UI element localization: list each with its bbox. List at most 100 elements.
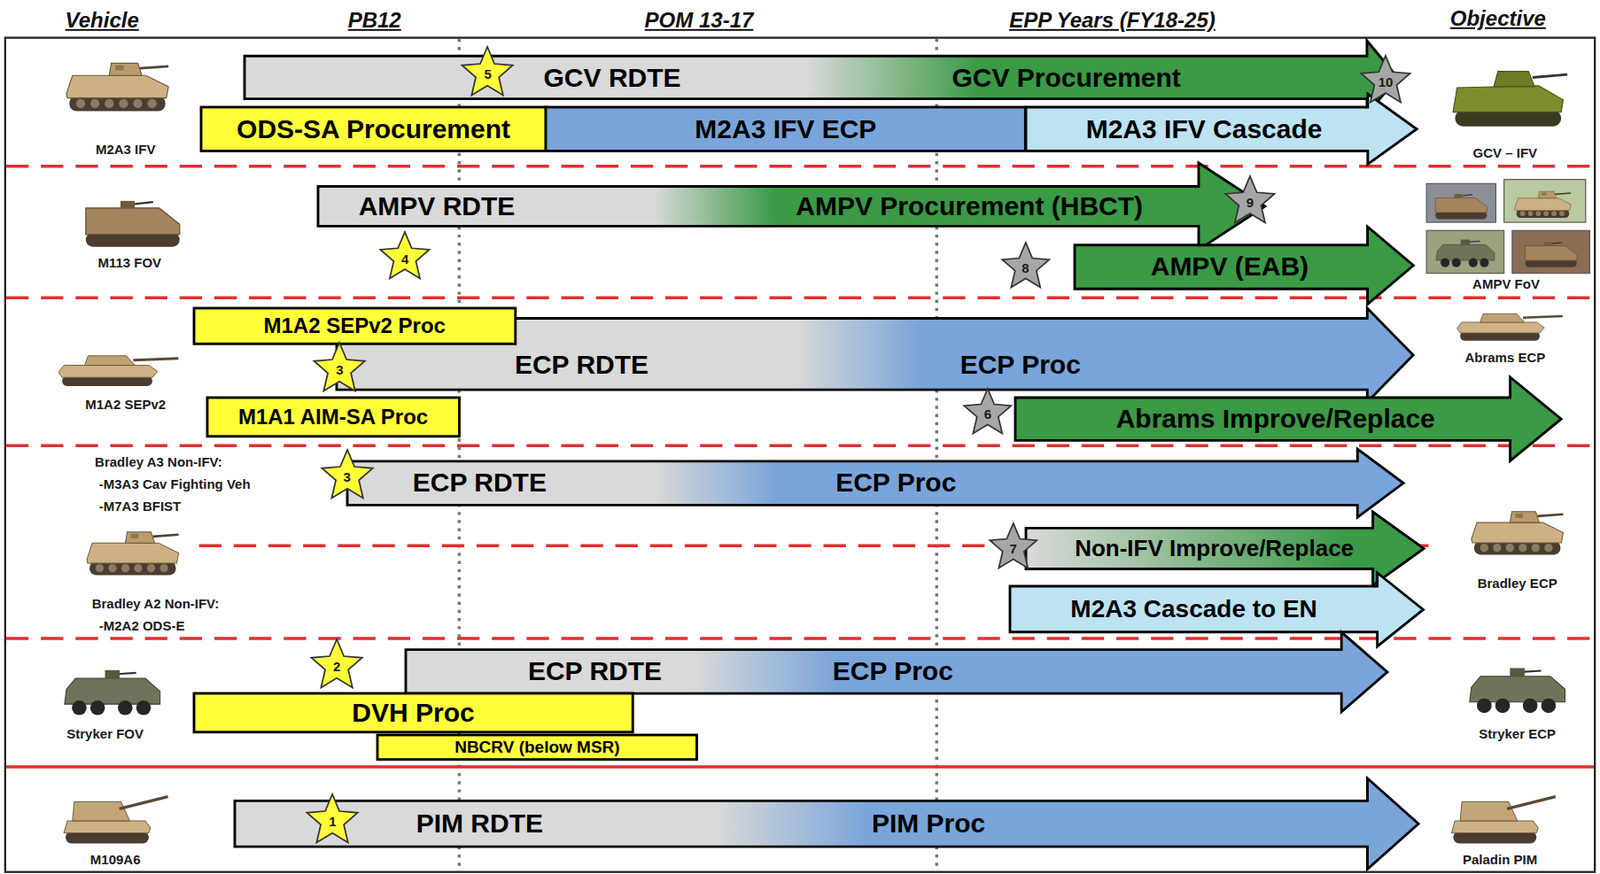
column-header: POM 13-17 xyxy=(644,8,754,32)
timeline-arrow: PIM RDTE PIM Proc xyxy=(234,778,1419,870)
text-holder: M2A3 IFV ECP xyxy=(694,115,877,144)
vehicle-caption: -M2A2 ODS-E xyxy=(99,619,186,635)
text-holder: 1 xyxy=(328,814,336,831)
vehicle-caption: Stryker ECP xyxy=(1478,727,1556,743)
text-holder: M2A3 IFV xyxy=(95,141,156,158)
vehicle-caption: AMPV FoV xyxy=(1472,277,1540,293)
milestone-star: 4 xyxy=(378,231,432,285)
text-holder: AMPV RDTE xyxy=(358,192,516,221)
bar-label: PIM Proc xyxy=(871,809,986,839)
vehicle-image xyxy=(1471,512,1564,556)
text-holder: M1A2 SEPv2 Proc xyxy=(264,314,446,337)
text-holder: GCV RDTE xyxy=(543,63,682,93)
text-holder: AMPV Procurement (HBCT) xyxy=(795,192,1143,221)
vehicle-image xyxy=(66,62,169,111)
vehicle-caption: Stryker FOV xyxy=(66,727,144,743)
text-holder: PIM Proc xyxy=(871,809,986,839)
text-holder: PB12 xyxy=(348,8,402,32)
vehicle-image xyxy=(1436,240,1495,268)
vehicle-caption: GCV – IFV xyxy=(1473,146,1538,162)
period-divider xyxy=(935,38,939,872)
bar-label: M1A1 AIM-SA Proc xyxy=(238,405,428,428)
bar-label: ECP Proc xyxy=(960,351,1081,381)
milestone-star: 1 xyxy=(304,793,360,849)
star-shape xyxy=(462,46,513,96)
milestone-star: 2 xyxy=(309,638,365,694)
bar-label: GCV Procurement xyxy=(951,63,1181,93)
star-shape xyxy=(380,232,430,280)
box-shape xyxy=(201,107,546,152)
text-holder: 8 xyxy=(1021,260,1029,277)
text-holder: Stryker FOV xyxy=(66,726,144,743)
vehicle-caption: Paladin PIM xyxy=(1462,853,1538,869)
arrow-shape xyxy=(1074,226,1414,305)
text-holder: PIM RDTE xyxy=(416,809,544,839)
column-header: Vehicle xyxy=(65,8,140,32)
text-holder: 5 xyxy=(483,66,491,83)
text-holder: NBCRV (below MSR) xyxy=(454,738,620,757)
milestone-number: 1 xyxy=(328,815,336,830)
phase-box: M1A1 AIM-SA Proc xyxy=(207,397,459,437)
text-holder: 3 xyxy=(342,469,350,486)
timeline-arrow: Abrams Improve/Replace xyxy=(1015,377,1562,461)
text-holder: ECP Proc xyxy=(832,658,954,687)
bar-label: M2A3 Cascade to EN xyxy=(1070,596,1318,622)
star-shape xyxy=(963,388,1011,435)
bar-label: ECP Proc xyxy=(835,469,956,498)
vehicle-caption: Bradley A2 Non-IFV: xyxy=(92,597,220,613)
text-holder: GCV – IFV xyxy=(1473,145,1538,162)
bar-label: GCV RDTE xyxy=(543,63,682,93)
text-holder: Paladin PIM xyxy=(1462,852,1538,869)
vehicle-image xyxy=(1457,313,1563,341)
timeline-arrow: AMPV RDTE AMPV Procurement (HBCT) xyxy=(318,163,1266,250)
column-header: PB12 xyxy=(348,8,402,32)
shape-outline xyxy=(244,40,1399,115)
text-holder: -M2A2 ODS-E xyxy=(99,618,186,635)
arrow-shape xyxy=(244,40,1399,115)
shape-outline xyxy=(234,778,1419,870)
text-holder: DVH Proc xyxy=(351,699,474,728)
text-holder: Vehicle xyxy=(65,8,140,32)
milestone-star: 9 xyxy=(1223,175,1277,229)
milestone-star: 3 xyxy=(319,449,375,505)
vehicle-caption: M1A2 SEPv2 xyxy=(85,397,166,413)
milestone-number: 6 xyxy=(984,407,992,422)
text-holder: M2A3 IFV Cascade xyxy=(1086,115,1323,144)
text-holder: Abrams ECP xyxy=(1464,349,1546,366)
box-shape xyxy=(194,693,633,733)
phase-box: NBCRV (below MSR) xyxy=(377,735,698,761)
vehicle-image xyxy=(1525,241,1577,268)
milestone-star: 5 xyxy=(459,46,515,101)
bar-label: Non-IFV Improve/Replace xyxy=(1074,536,1354,561)
milestone-number: 5 xyxy=(483,67,491,82)
arrow-shape xyxy=(347,449,1404,518)
milestone-star: 10 xyxy=(1359,54,1413,109)
row-divider xyxy=(6,164,1594,168)
milestone-number: 9 xyxy=(1246,195,1254,210)
text-holder: AMPV FoV xyxy=(1472,276,1540,293)
box-shape xyxy=(377,735,698,761)
text-holder: ECP Proc xyxy=(960,351,1081,381)
phase-box: ODS-SA Procurement xyxy=(201,107,546,152)
frame xyxy=(5,38,1595,873)
vehicle-caption: -M3A3 Cav Fighting Veh xyxy=(99,477,251,493)
arrow-shape xyxy=(1025,512,1424,586)
bar-label: AMPV Procurement (HBCT) xyxy=(795,192,1143,221)
text-holder: 10 xyxy=(1378,74,1394,91)
star-shape xyxy=(310,639,362,689)
milestone-number: 8 xyxy=(1021,261,1029,276)
row-divider xyxy=(6,765,1594,769)
bar-label: ODS-SA Procurement xyxy=(236,115,511,144)
photo-frame xyxy=(1426,183,1496,223)
text-holder: ECP RDTE xyxy=(514,351,649,381)
text-holder: M1A2 SEPv2 xyxy=(85,396,166,413)
vehicle-image xyxy=(86,532,179,576)
text-holder: M2A3 Cascade to EN xyxy=(1070,596,1318,622)
vehicle-image xyxy=(64,670,161,716)
column-header: Objective xyxy=(1450,7,1546,31)
box-shape xyxy=(207,397,459,437)
bar-label: ECP Proc xyxy=(832,658,954,687)
bar-label: M1A2 SEPv2 Proc xyxy=(264,314,446,337)
arrow-shape xyxy=(336,308,1414,403)
star-shape xyxy=(1225,176,1274,224)
